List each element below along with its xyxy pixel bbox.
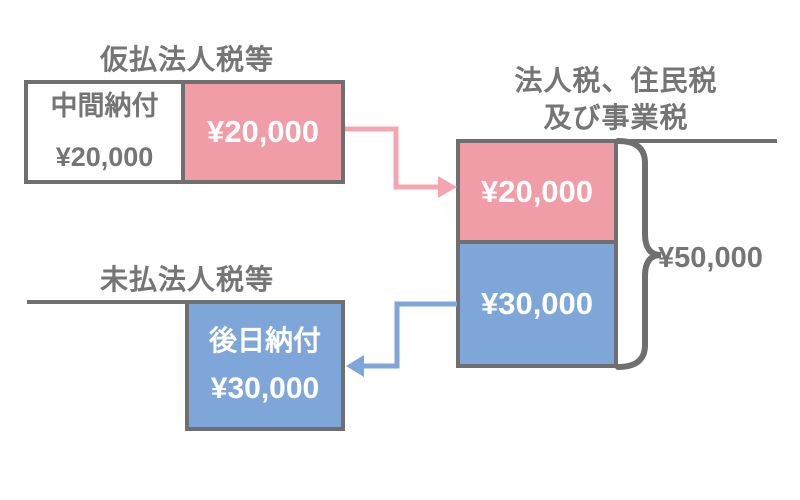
tax-expense-account-title: 法人税、住民税 及び事業税: [455, 62, 777, 136]
provisional-debit-label: 中間納付: [50, 91, 159, 121]
tax-expense-title-line2: 及び事業税: [543, 102, 689, 133]
tax-expense-stacked-box: ¥20,000 ¥30,000: [456, 139, 618, 368]
provisional-debit-cell: 中間納付 ¥20,000: [28, 84, 185, 180]
tax-expense-deferred-amount: ¥30,000: [480, 286, 594, 321]
tax-expense-interim-amount: ¥20,000: [480, 173, 594, 209]
total-brace-icon: [615, 138, 662, 370]
blue-flow-arrowhead-icon: [346, 355, 364, 377]
provisional-credit-amount: ¥20,000: [206, 114, 320, 149]
unpaid-account-title: 未払法人税等: [99, 264, 274, 295]
provisional-account-title: 仮払法人税等: [99, 44, 274, 75]
provisional-debit-amount: ¥20,000: [55, 142, 154, 172]
provisional-credit-cell: ¥20,000: [185, 84, 341, 180]
tax-expense-interim-section: ¥20,000: [460, 143, 614, 244]
unpaid-credit-label: 後日納付: [208, 325, 321, 356]
tax-expense-deferred-section: ¥30,000: [460, 244, 614, 364]
tax-expense-title-line1: 法人税、住民税: [514, 65, 718, 96]
tax-expense-total-amount: ¥50,000: [658, 242, 763, 274]
provisional-account-box: 中間納付 ¥20,000 ¥20,000: [24, 80, 345, 184]
pink-flow-arrowhead-icon: [438, 176, 457, 198]
unpaid-credit-amount: ¥30,000: [210, 372, 320, 405]
blue-flow-arrow-line: [364, 301, 457, 369]
unpaid-credit-box: 後日納付 ¥30,000: [185, 300, 345, 431]
pink-flow-arrow-line: [345, 126, 439, 190]
